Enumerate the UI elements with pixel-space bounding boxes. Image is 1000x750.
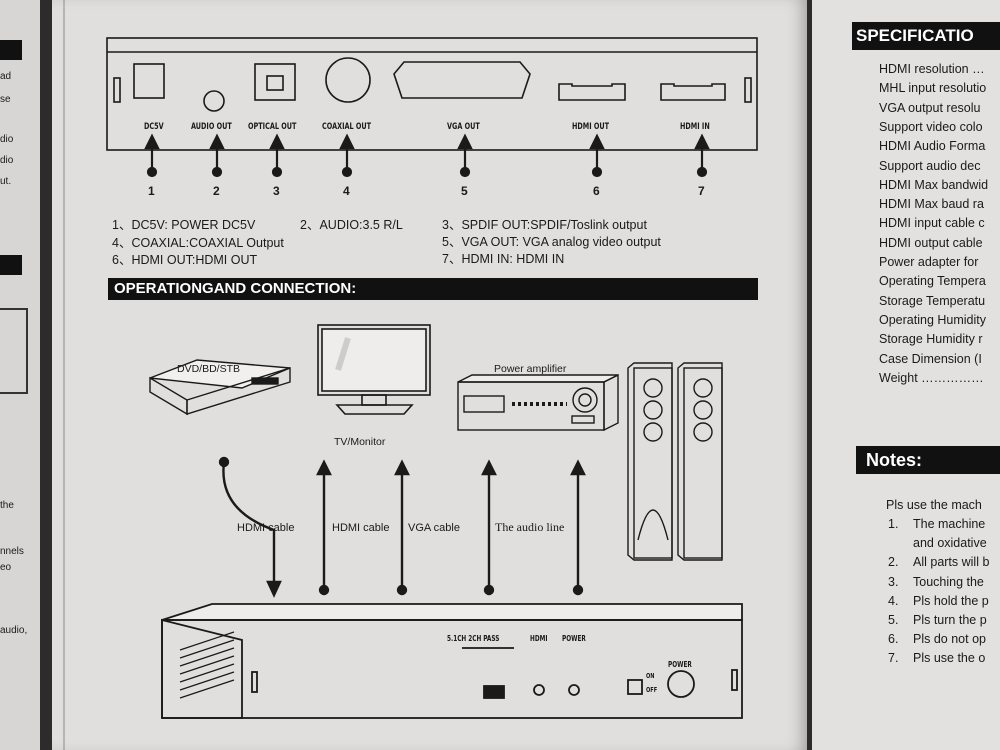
spec-line: HDMI resolution … [879,62,985,76]
spec-line: HDMI Max bandwid [879,177,989,192]
port-number: 5 [461,184,468,198]
off-label: OFF [646,686,658,694]
left-strip-text: ad [0,71,12,82]
note-number: 1. [888,517,899,531]
note-text: All parts will b [913,555,990,570]
cable-arrows [218,456,586,598]
tv-drawing [317,324,431,415]
amp-label: Power amplifier [494,363,567,375]
legend-item: 7、HDMI IN: HDMI IN [442,252,565,266]
left-strip-band [0,40,22,60]
switch-label: 5.1CH 2CH PASS [447,634,500,643]
note-text: Pls hold the p [913,593,989,608]
port-label-optical-out: OPTICAL OUT [248,122,297,132]
note-text: and oxidative [913,536,987,551]
left-strip-band [0,255,22,275]
spec-line: Operating Humidity [879,312,986,327]
note-text: Pls turn the p [913,613,987,627]
legend-item: 2、AUDIO:3.5 R/L [300,218,403,232]
dvd-label: DVD/BD/STB [177,363,241,375]
legend-item: 6、HDMI OUT:HDMI OUT [112,253,258,267]
port-number: 7 [698,184,705,198]
port-number: 2 [213,184,220,198]
port-number: 6 [593,184,600,198]
notes-title: Notes: [856,446,1000,474]
note-number: 7. [888,651,899,666]
spec-line: MHL input resolutio [879,81,987,96]
port-label-coaxial-out: COAXIAL OUT [322,122,372,132]
left-strip-text: nnels [0,546,24,557]
power-button-label: POWER [668,660,692,669]
spec-line: VGA output resolu [879,100,981,115]
legend-item: 3、SPDIF OUT:SPDIF/Toslink output [442,218,647,232]
note-number: 4. [888,593,899,608]
left-strip-text: the [0,500,14,511]
port-label-hdmi-in: HDMI IN [680,122,710,132]
left-strip-text: dio [0,134,14,145]
legend-item: 4、COAXIAL:COAXIAL Output [112,236,284,250]
port-number: 4 [343,184,350,198]
section-title: OPERATIONGAND CONNECTION: [108,278,758,300]
on-label: ON [646,672,655,680]
cable-label: HDMI cable [237,522,295,534]
note-number: 3. [888,574,899,589]
rear-panel-drawing [63,0,758,750]
port-label-dc5v: DC5V [144,122,164,132]
manual-page: DC5V AUDIO OUT OPTICAL OUT COAXIAL OUT V… [52,0,807,750]
note-text: Touching the [913,574,984,589]
spec-line: Storage Humidity r [879,332,983,347]
spec-line: Support video colo [879,119,983,134]
note-number: 2. [888,555,899,570]
note-text: Pls do not op [913,632,986,647]
cable-label: VGA cable [408,522,460,534]
port-label-hdmi-out: HDMI OUT [572,122,610,132]
spec-page: SPECIFICATIO HDMI resolution … MHL input … [812,0,1000,750]
spec-line: Power adapter for [879,255,979,269]
spec-line: Case Dimension (I [879,351,982,366]
spec-title: SPECIFICATIO [852,22,1000,50]
port-number: 1 [148,184,155,198]
spec-line: HDMI Audio Forma [879,139,986,154]
left-page-strip: ad se dio dio ut. the nnels eo audio, [0,0,40,750]
legend-item: 5、VGA OUT: VGA analog video output [442,235,661,249]
spec-line: HDMI output cable [879,235,983,250]
left-strip-device [0,308,28,394]
note-number: 5. [888,613,899,627]
notes-intro: Pls use the mach [886,498,982,512]
front-panel-drawing [161,603,743,719]
power-led-label: POWER [562,634,586,643]
cable-label: The audio line [495,520,565,534]
left-strip-text: eo [0,562,12,573]
left-strip-text: se [0,94,11,105]
speakers-drawing [627,362,723,561]
left-strip-text: ut. [0,176,12,187]
spec-line: Weight …………… [879,370,984,385]
dvd-player-drawing [149,359,291,416]
note-text: The machine [913,517,986,531]
note-text: Pls use the o [913,651,986,666]
spec-line: HDMI input cable c [879,216,985,231]
port-label-vga-out: VGA OUT [447,122,480,132]
port-label-audio-out: AUDIO OUT [191,122,232,132]
spec-line: Support audio dec [879,158,981,173]
legend-item: 1、DC5V: POWER DC5V [112,218,256,232]
amplifier-drawing [457,373,619,432]
cable-label: HDMI cable [332,522,390,534]
spec-line: Storage Temperatu [879,293,986,308]
hdmi-led-label: HDMI [530,634,548,643]
left-strip-text: dio [0,155,14,166]
note-number: 6. [888,632,899,647]
spec-line: HDMI Max baud ra [879,197,984,212]
port-number: 3 [273,184,280,198]
tv-label: TV/Monitor [334,436,386,448]
left-strip-text: audio, [0,625,28,636]
spec-line: Operating Tempera [879,274,986,289]
